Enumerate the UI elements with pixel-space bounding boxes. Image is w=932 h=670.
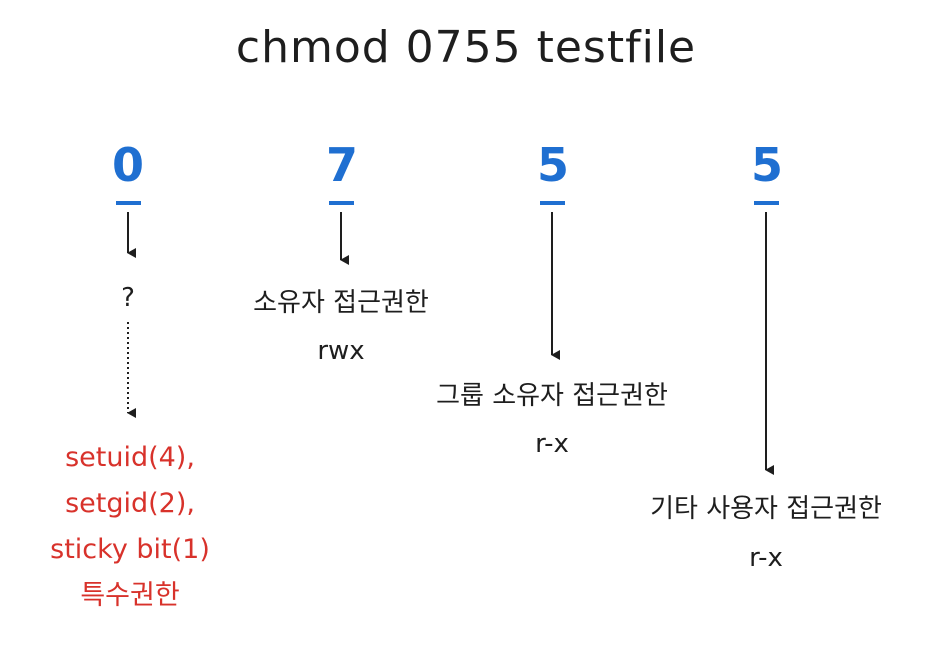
digit-owner: 7: [325, 138, 358, 192]
perm-owner: rwx: [317, 336, 365, 366]
label-special: ?: [121, 283, 135, 313]
label-group: 그룹 소유자 접근권한: [436, 381, 668, 411]
perm-group: r-x: [535, 429, 569, 459]
special-permissions: setuid(4), setgid(2), sticky bit(1) 특수권한: [20, 435, 240, 619]
digit-special: 0: [111, 138, 144, 192]
command-title: chmod 0755 testfile: [235, 22, 697, 73]
special-line-setuid: setuid(4),: [65, 442, 195, 473]
special-line-sticky: sticky bit(1): [50, 534, 210, 565]
special-line-setgid: setgid(2),: [65, 488, 195, 519]
digit-others: 5: [750, 138, 783, 192]
label-owner: 소유자 접근권한: [253, 288, 429, 318]
digit-group: 5: [536, 138, 569, 192]
perm-others: r-x: [749, 543, 783, 573]
label-others: 기타 사용자 접근권한: [650, 494, 882, 524]
special-line-label: 특수권한: [80, 580, 180, 611]
